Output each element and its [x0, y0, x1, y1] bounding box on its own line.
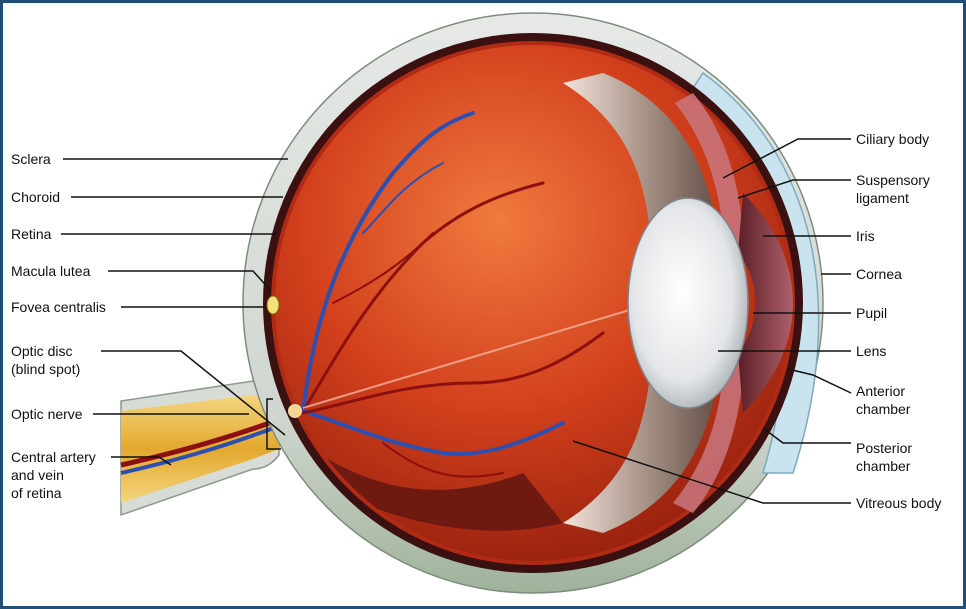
label-choroid: Choroid: [11, 189, 61, 205]
ciliary-body: [563, 73, 723, 533]
label-optic-disc: Optic disc (blind spot): [11, 343, 81, 377]
label-cornea: Cornea: [856, 266, 902, 282]
optic-disc: [288, 404, 302, 418]
label-vitreous-body: Vitreous body: [856, 495, 942, 511]
label-fovea-centralis: Fovea centralis: [11, 299, 106, 315]
leader-lines: [61, 138, 852, 504]
label-ciliary-body: Ciliary body: [856, 131, 930, 147]
retinal-vessels: [301, 111, 605, 478]
label-iris: Iris: [856, 228, 875, 244]
iris: [738, 193, 793, 413]
label-optic-nerve: Optic nerve: [11, 406, 83, 422]
label-lens: Lens: [856, 343, 887, 359]
label-pupil: Pupil: [856, 305, 888, 321]
label-posterior-chamber: Posterior chamber: [856, 440, 913, 474]
label-sclera: Sclera: [11, 151, 51, 167]
label-suspensory-ligament: Suspensory ligament: [856, 172, 930, 206]
eye-illustration: [61, 12, 852, 594]
fovea-centralis: [266, 295, 280, 315]
label-retina: Retina: [11, 226, 52, 242]
lens: [627, 197, 749, 409]
label-macula-lutea: Macula lutea: [11, 263, 91, 279]
label-central-artery-vein: Central artery and vein of retina: [11, 449, 96, 501]
label-anterior-chamber: Anterior chamber: [856, 383, 911, 417]
